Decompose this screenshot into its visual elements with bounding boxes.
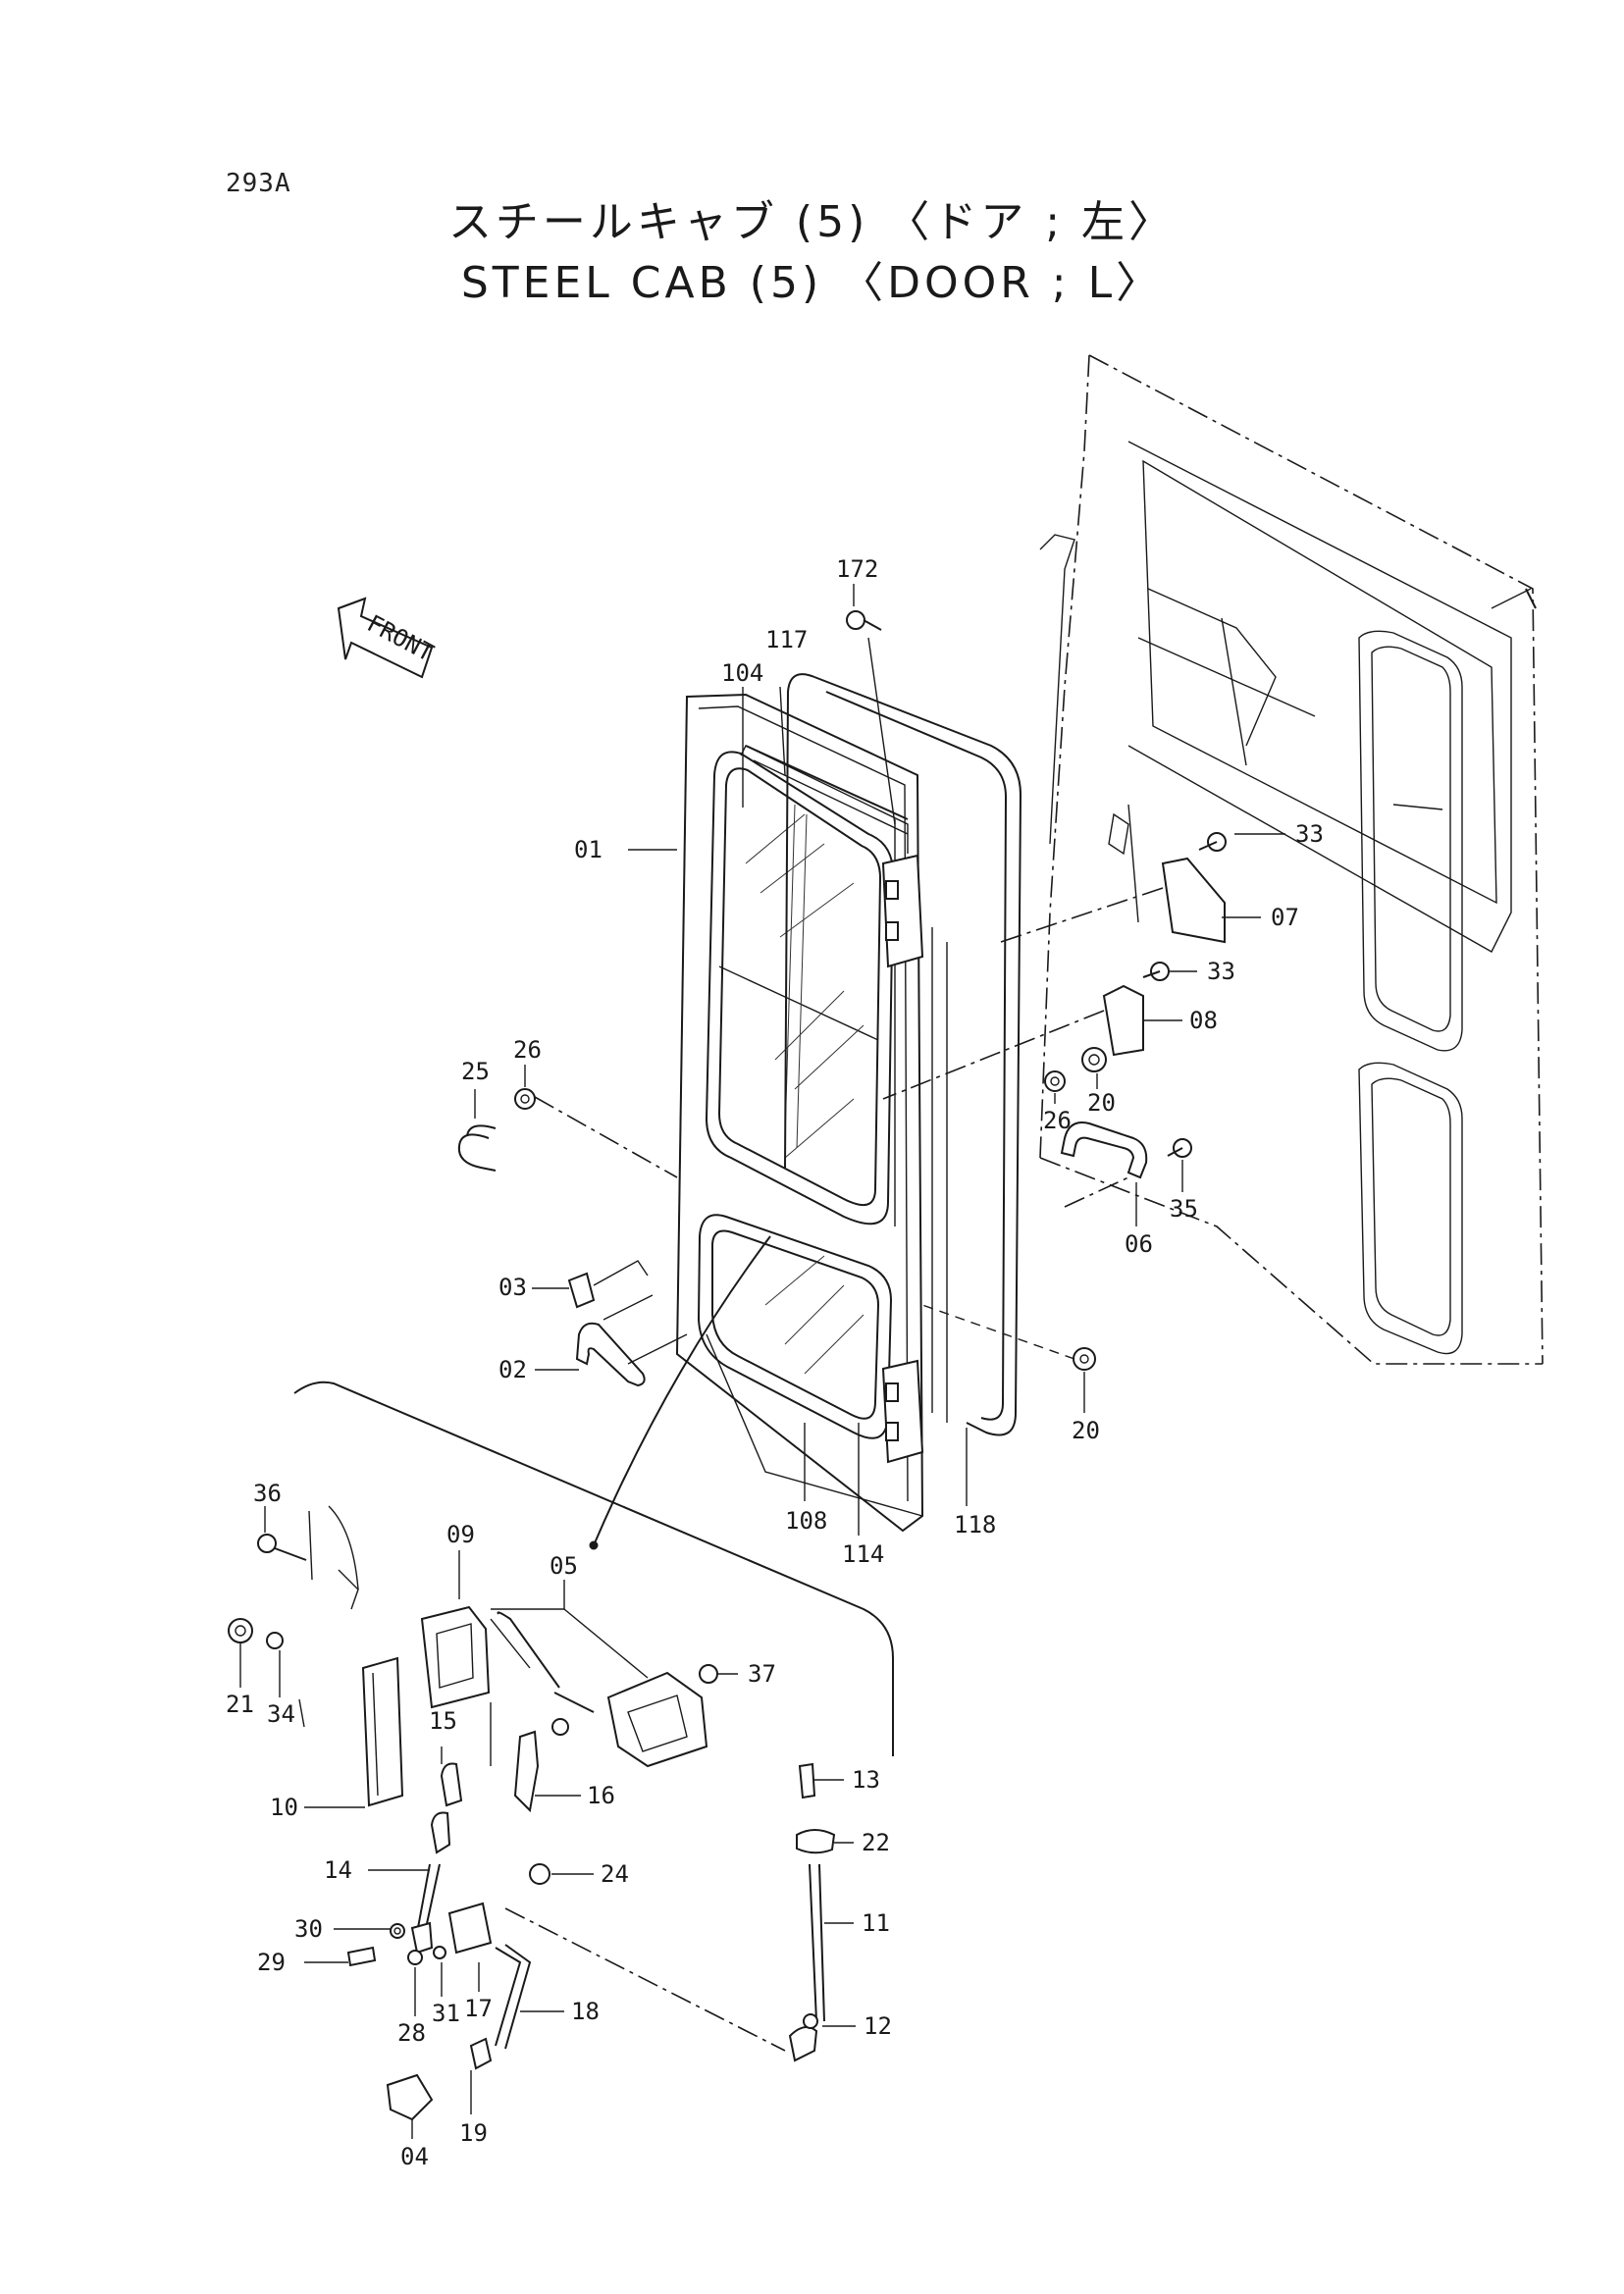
label-29: 29: [257, 1949, 286, 1976]
label-21: 21: [226, 1691, 254, 1718]
label-33-lower: 33: [1207, 958, 1235, 985]
label-25: 25: [461, 1058, 490, 1085]
label-07: 07: [1271, 904, 1299, 931]
title-japanese: スチールキャブ (5) 〈ドア ; 左〉: [447, 197, 1177, 247]
label-33-upper: 33: [1295, 820, 1324, 848]
label-28: 28: [397, 2019, 426, 2047]
hinges: [881, 854, 924, 1464]
label-09: 09: [446, 1521, 475, 1548]
label-08: 08: [1189, 1007, 1218, 1034]
label-05: 05: [550, 1552, 578, 1580]
upper-window: [705, 745, 909, 1225]
label-117: 117: [765, 626, 808, 653]
cover-07: [1000, 832, 1227, 944]
label-34: 34: [267, 1700, 295, 1728]
seal-strip-117: [745, 745, 909, 1226]
label-104: 104: [721, 659, 763, 687]
lower-window: [697, 1214, 923, 1517]
label-22: 22: [862, 1829, 890, 1856]
label-36: 36: [253, 1480, 282, 1507]
label-24: 24: [601, 1860, 629, 1888]
label-04: 04: [400, 2143, 429, 2170]
stopper-03: [567, 1260, 649, 1309]
label-30: 30: [294, 1915, 323, 1943]
label-20-lower: 20: [1072, 1417, 1100, 1444]
label-16: 16: [587, 1782, 615, 1809]
label-118: 118: [954, 1511, 996, 1538]
label-108: 108: [785, 1507, 827, 1535]
label-31: 31: [432, 2000, 460, 2027]
label-17: 17: [464, 1995, 493, 2022]
grab-handle-06: [1060, 1121, 1192, 1208]
front-label: FRONT: [363, 609, 439, 667]
label-20-upper: 20: [1087, 1089, 1116, 1117]
front-arrow: FRONT: [337, 597, 439, 679]
label-14: 14: [324, 1856, 352, 1884]
nuts-right: [921, 1047, 1107, 1371]
label-06: 06: [1125, 1230, 1153, 1258]
label-114: 114: [842, 1540, 884, 1568]
label-03: 03: [498, 1274, 527, 1301]
page-code: 293A: [226, 169, 291, 198]
door-handle-02: [575, 1294, 688, 1387]
title-english: STEEL CAB (5) 〈DOOR ; L〉: [460, 258, 1164, 308]
detail-latch-assembly: [228, 1505, 836, 2121]
label-19: 19: [459, 2119, 488, 2147]
outer-seal-118: [784, 673, 1022, 1436]
label-10: 10: [270, 1794, 298, 1821]
part-labels: 172 104 117 01 33 07 33 08 26 25 20 26 0…: [226, 555, 1324, 2170]
label-18: 18: [571, 1998, 600, 2025]
label-13: 13: [852, 1766, 880, 1794]
label-02: 02: [498, 1356, 527, 1383]
label-11: 11: [862, 1909, 890, 1937]
label-12: 12: [864, 2012, 892, 2040]
cab-body: [1039, 354, 1544, 1365]
label-37: 37: [748, 1660, 776, 1688]
label-01: 01: [574, 836, 602, 863]
bolt-172: [846, 610, 896, 825]
clip-25: [457, 1088, 678, 1178]
label-172: 172: [836, 555, 878, 583]
label-26-left: 26: [513, 1036, 542, 1064]
cover-08: [882, 962, 1170, 1100]
label-35: 35: [1170, 1195, 1198, 1223]
label-26-right: 26: [1043, 1107, 1072, 1134]
label-15: 15: [429, 1707, 457, 1735]
leader-lines: [239, 584, 1285, 2139]
detail-callout-frame: [293, 1235, 894, 1756]
